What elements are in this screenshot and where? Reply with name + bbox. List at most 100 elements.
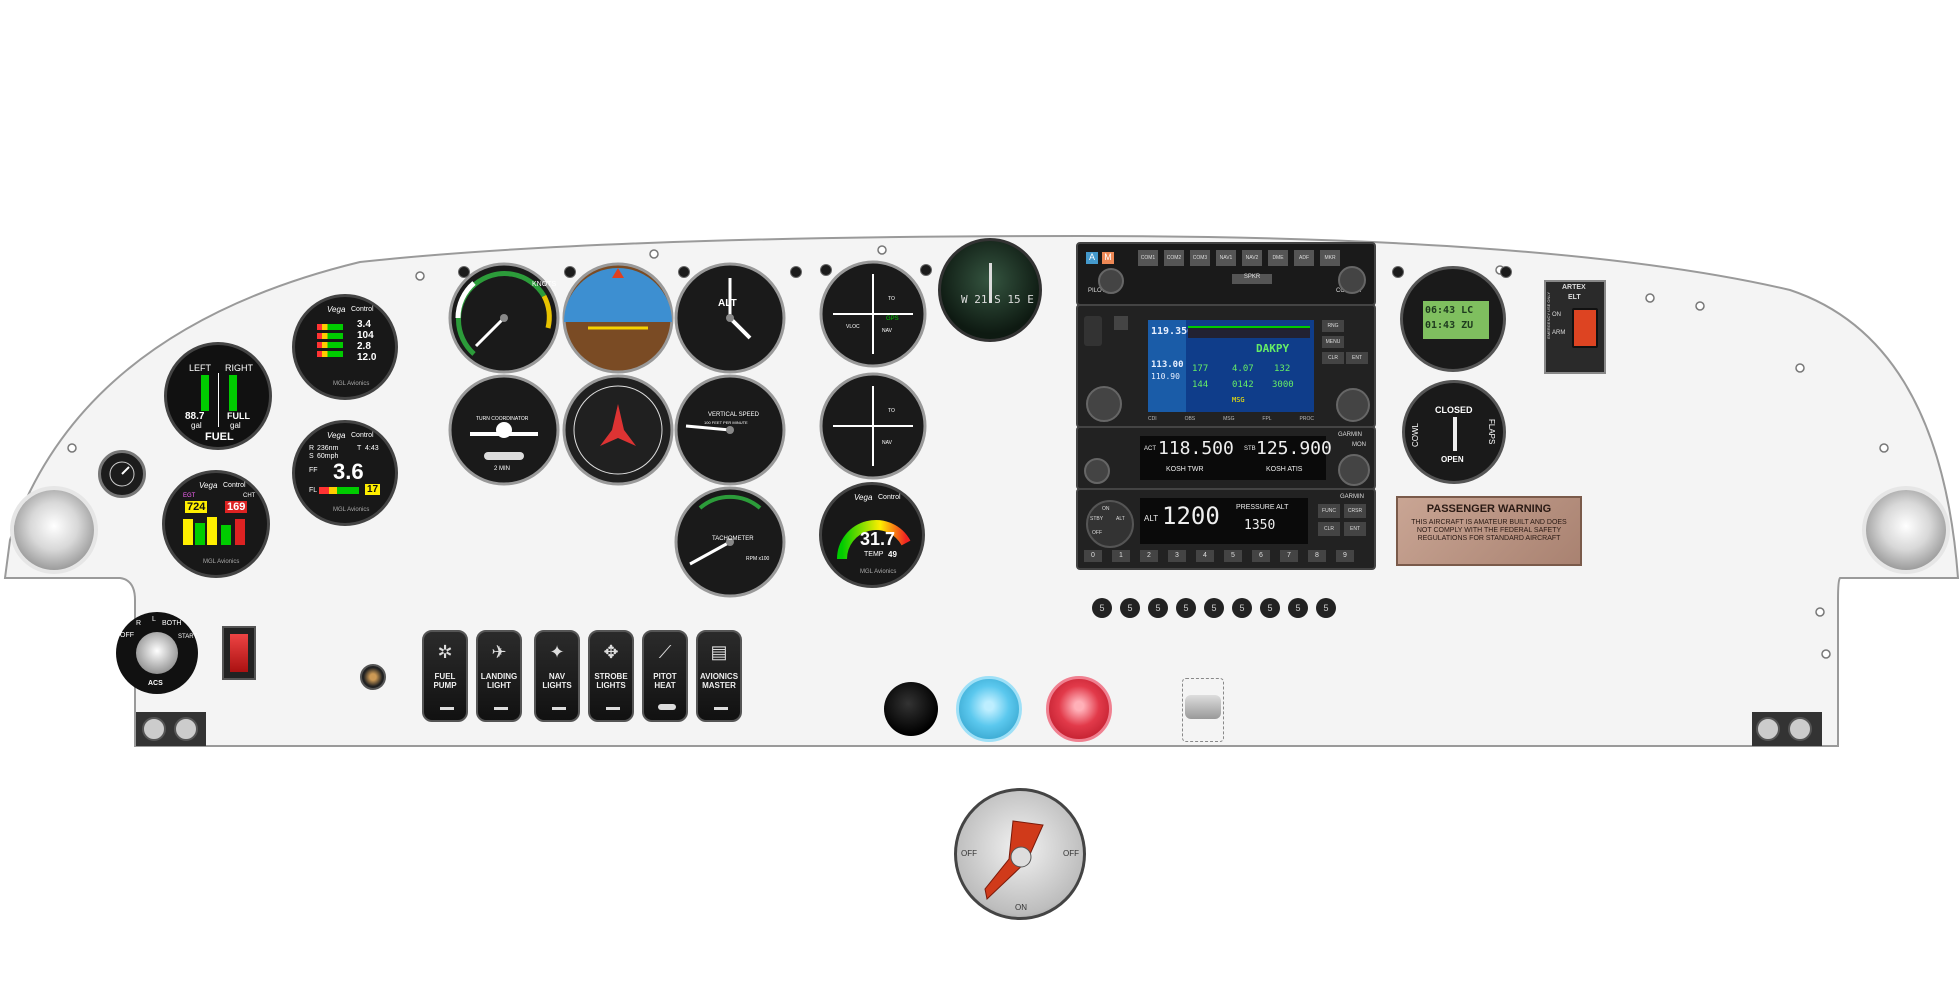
- prop-knob[interactable]: [956, 676, 1022, 742]
- breaker-8[interactable]: 5: [1288, 598, 1308, 618]
- xpdr-key-2[interactable]: 2: [1140, 550, 1158, 562]
- left-vent-knob[interactable]: [14, 490, 94, 570]
- gps-btn-clr[interactable]: CLR: [1322, 352, 1344, 364]
- fuel-left-value: 88.7: [185, 411, 205, 422]
- panel-dimmer-knob[interactable]: [360, 664, 386, 690]
- left-jack-1[interactable]: [142, 717, 166, 741]
- throttle-knob[interactable]: [884, 682, 938, 736]
- avionics-master-switch[interactable]: ▤AVIONICS MASTER: [696, 630, 742, 722]
- strobe-icon: ✥: [603, 642, 619, 662]
- cabin-heat-control[interactable]: [1182, 678, 1224, 742]
- elt-switch[interactable]: [1572, 308, 1598, 348]
- elt-note: EMERGENCY USE ONLY: [1546, 292, 1551, 339]
- audio-key-m[interactable]: M: [1102, 252, 1114, 264]
- com-vol-knob[interactable]: [1084, 458, 1110, 484]
- gps-r1-c1: 177: [1192, 364, 1209, 374]
- ignition-switch[interactable]: OFF R L BOTH START ACS: [116, 612, 198, 694]
- breaker-6[interactable]: 5: [1232, 598, 1252, 618]
- attitude-indicator: [562, 262, 674, 374]
- vertical-speed-indicator: [674, 374, 786, 486]
- audio-mkr[interactable]: MKR: [1320, 250, 1340, 266]
- xpdr-code: 1200: [1162, 502, 1220, 530]
- gps-com-flip[interactable]: [1084, 316, 1102, 346]
- breaker-1[interactable]: 5: [1092, 598, 1112, 618]
- egt-label: EGT: [183, 493, 196, 499]
- xpdr-knob-off: OFF: [1092, 530, 1102, 536]
- elt-title: ELT: [1568, 294, 1581, 301]
- xpdr-crsr[interactable]: CRSR: [1344, 504, 1366, 518]
- flaps-flaps: FLAPS: [1487, 419, 1496, 445]
- audio-spkr[interactable]: SPKR: [1232, 274, 1272, 284]
- flaps-closed: CLOSED: [1435, 405, 1473, 415]
- breaker-4[interactable]: 5: [1176, 598, 1196, 618]
- audio-key-a[interactable]: A: [1086, 252, 1098, 264]
- xpdr-brand: GARMIN: [1340, 494, 1364, 500]
- breaker-5[interactable]: 5: [1204, 598, 1224, 618]
- gps-r1-c3: 132: [1274, 364, 1291, 374]
- mixture-knob[interactable]: [1046, 676, 1112, 742]
- gps-crsr-knob[interactable]: [1336, 388, 1370, 422]
- audio-nav2[interactable]: NAV2: [1242, 250, 1262, 266]
- nav-lights-switch[interactable]: ✦NAV LIGHTS: [534, 630, 580, 722]
- audio-com1[interactable]: COM1: [1138, 250, 1158, 266]
- xpdr-key-3[interactable]: 3: [1168, 550, 1186, 562]
- right-jack-2[interactable]: [1788, 717, 1812, 741]
- right-vent-knob[interactable]: [1866, 490, 1946, 570]
- xpdr-func[interactable]: FUNC: [1318, 504, 1340, 518]
- gps-softkey-obs[interactable]: OBS: [1184, 416, 1196, 422]
- gps-btn-rng[interactable]: RNG: [1322, 320, 1344, 332]
- audio-pilot-knob[interactable]: [1098, 268, 1124, 294]
- oil-value: 31.7: [860, 529, 896, 549]
- left-jack-2[interactable]: [174, 717, 198, 741]
- cht-value: 169: [225, 501, 248, 513]
- xpdr-key-6[interactable]: 6: [1252, 550, 1270, 562]
- audio-nav1[interactable]: NAV1: [1216, 250, 1236, 266]
- master-rocker-switch[interactable]: [222, 626, 256, 680]
- vega-brand2: Control: [351, 306, 374, 313]
- xpdr-ent[interactable]: ENT: [1344, 522, 1366, 536]
- audio-adf[interactable]: ADF: [1294, 250, 1314, 266]
- xpdr-key-9[interactable]: 9: [1336, 550, 1354, 562]
- com-tune-knob[interactable]: [1338, 454, 1370, 486]
- gps-softkey-msg[interactable]: MSG: [1223, 416, 1235, 422]
- landing-light-switch[interactable]: ✈LANDING LIGHT: [476, 630, 522, 722]
- xpdr-key-5[interactable]: 5: [1224, 550, 1242, 562]
- audio-com2[interactable]: COM2: [1164, 250, 1184, 266]
- gps-vol-knob[interactable]: [1086, 386, 1122, 422]
- xpdr-key-4[interactable]: 4: [1196, 550, 1214, 562]
- fuel-right-label: RIGHT: [225, 363, 253, 373]
- fuel-pump-switch[interactable]: ✲FUEL PUMP: [422, 630, 468, 722]
- gps-btn-menu[interactable]: MENU: [1322, 336, 1344, 348]
- gps-com-knob[interactable]: [1114, 316, 1128, 330]
- audio-com3[interactable]: COM3: [1190, 250, 1210, 266]
- audio-dme[interactable]: DME: [1268, 250, 1288, 266]
- com-mon[interactable]: MON: [1352, 442, 1366, 448]
- xpdr-mode-knob[interactable]: ON ALT STBY OFF: [1086, 500, 1134, 548]
- audio-pilot: PILOT: [1088, 288, 1106, 294]
- pitot-heat-switch[interactable]: ⟋PITOT HEAT: [642, 630, 688, 722]
- breaker-9[interactable]: 5: [1316, 598, 1336, 618]
- gps-btn-ent[interactable]: ENT: [1346, 352, 1368, 364]
- breaker-3[interactable]: 5: [1148, 598, 1168, 618]
- battery-master-switch[interactable]: OFF OFF ON: [954, 788, 1086, 920]
- xpdr-key-7[interactable]: 7: [1280, 550, 1298, 562]
- breaker-2[interactable]: 5: [1120, 598, 1140, 618]
- xpdr-key-8[interactable]: 8: [1308, 550, 1326, 562]
- gps-softkey-fpl[interactable]: FPL: [1262, 416, 1272, 422]
- gps-r2-c2: 0142: [1232, 380, 1254, 390]
- fuel-left-label: LEFT: [189, 363, 212, 373]
- xpdr-clr[interactable]: CLR: [1318, 522, 1340, 536]
- audio-copilot-knob[interactable]: [1338, 266, 1366, 294]
- fuel-right-unit: gal: [230, 421, 241, 430]
- gps-softkey-proc[interactable]: PROC: [1299, 416, 1314, 422]
- breaker-7[interactable]: 5: [1260, 598, 1280, 618]
- egt-value: 724: [185, 501, 208, 513]
- xpdr-key-1[interactable]: 1: [1112, 550, 1130, 562]
- gps-softkey-cdi[interactable]: CDI: [1148, 416, 1157, 422]
- right-jack-1[interactable]: [1756, 717, 1780, 741]
- mount-screw: [458, 266, 470, 278]
- xpdr-key-0[interactable]: 0: [1084, 550, 1102, 562]
- turn-coordinator: [448, 374, 560, 486]
- transponder: ON ALT STBY OFF GARMIN ALT 1200 PRESSURE…: [1076, 488, 1376, 570]
- strobe-lights-switch[interactable]: ✥STROBE LIGHTS: [588, 630, 634, 722]
